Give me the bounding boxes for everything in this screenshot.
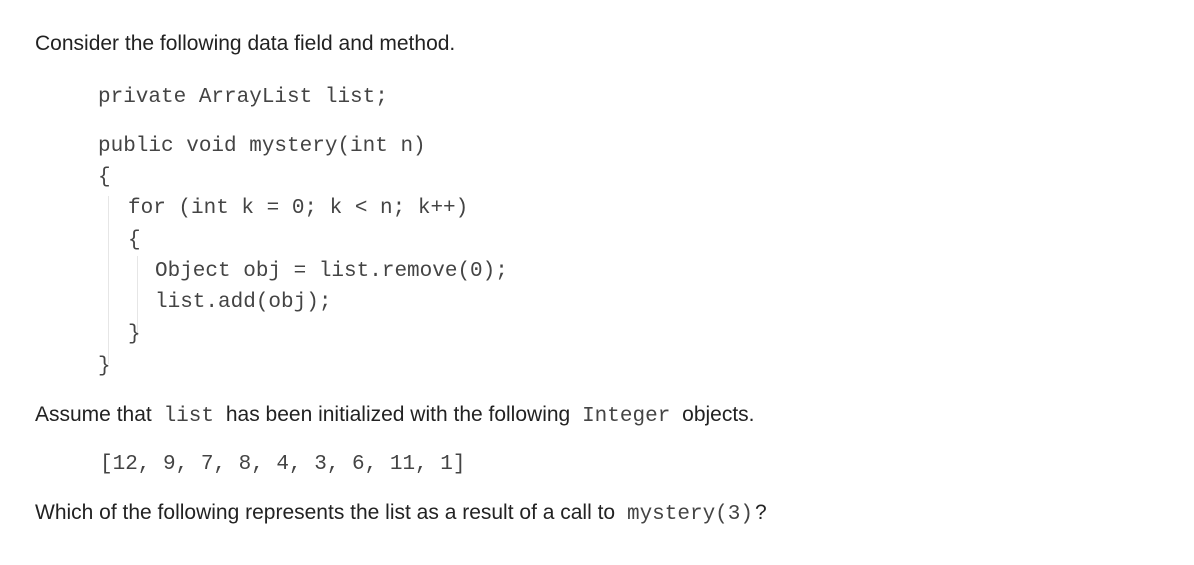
- code-line-loop-close-brace: }: [128, 323, 141, 346]
- code-line-method-open-brace: {: [98, 166, 111, 189]
- prompt-text-before: Which of the following represents the li…: [35, 501, 616, 524]
- initial-list: [12, 9, 7, 8, 4, 3, 6, 11, 1]: [100, 453, 466, 476]
- code-line-for-loop: for (int k = 0; k < n; k++): [128, 197, 469, 220]
- inline-code-mystery-call: mystery(3): [626, 503, 753, 526]
- inline-code-list: list: [163, 405, 214, 428]
- code-line-method-signature: public void mystery(int n): [98, 135, 426, 158]
- assumption-text: Assume that list has been initialized wi…: [35, 402, 755, 430]
- code-line-method-close-brace: }: [98, 355, 111, 378]
- question-prompt: Which of the following represents the li…: [35, 500, 767, 528]
- indent-guide: [108, 196, 109, 364]
- code-line-field: private ArrayList list;: [98, 86, 388, 109]
- indent-guide: [137, 256, 138, 336]
- code-line-remove: Object obj = list.remove(0);: [155, 260, 508, 283]
- assumption-text-before: Assume that: [35, 403, 152, 426]
- code-line-loop-open-brace: {: [128, 229, 141, 252]
- assumption-text-middle: has been initialized with the following: [225, 403, 571, 426]
- code-line-add: list.add(obj);: [155, 291, 332, 314]
- question-intro: Consider the following data field and me…: [35, 32, 456, 55]
- prompt-text-after: ?: [755, 501, 767, 524]
- inline-code-integer: Integer: [582, 405, 671, 428]
- assumption-text-after: objects.: [682, 403, 755, 426]
